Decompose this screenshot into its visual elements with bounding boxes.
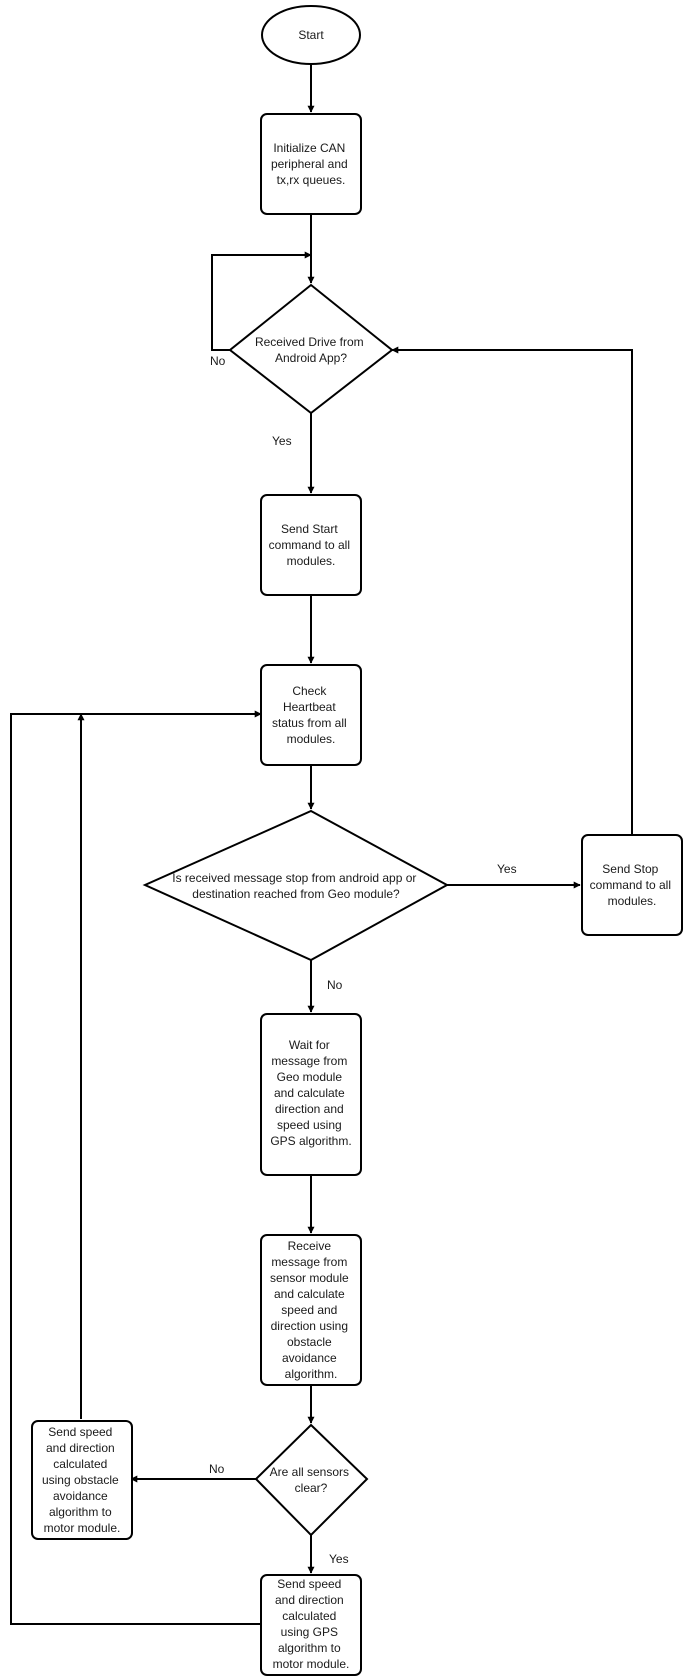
drive-decision-label-line: Received Drive from [255,335,364,349]
send-obstacle-label-line: and direction [46,1441,115,1455]
sensor-recv-label-line: avoidance [282,1351,337,1365]
send-gps-label-line: Send speed [277,1577,341,1591]
edge-drive-no-loop [211,251,312,351]
send-start-label-line: command to all [269,538,350,552]
sensor-recv-label-line: speed and [281,1303,337,1317]
init-label: Initialize CAN peripheral and tx,rx queu… [271,141,351,187]
send-obstacle-label-line: motor module. [44,1521,121,1535]
edge-label-sensor-no: No [209,1462,225,1476]
node-labels: Start Initialize CAN peripheral and tx,r… [42,28,675,1671]
stop-decision-label: Is received message stop from android ap… [172,871,419,901]
start-label-line: Start [298,28,324,42]
send-stop-label-line: command to all [590,878,671,892]
send-gps-label-line: and direction [275,1593,344,1607]
geo-wait-label-line: Wait for [289,1038,330,1052]
send-stop-label-line: modules. [608,894,657,908]
send-obstacle-process-box [31,1420,133,1540]
sensor-recv-label-line: sensor module [270,1271,349,1285]
edge-label-stop-no: No [327,978,343,992]
send-stop-process-box [581,834,683,936]
send-start-process-box [260,494,362,596]
heartbeat-label: Check Heartbeat status from all modules. [272,684,350,746]
drive-decision-diamond [228,283,394,415]
geo-wait-label-line: direction and [275,1102,344,1116]
init-label-line: tx,rx queues. [277,173,346,187]
send-gps-label: Send speed and direction calculated usin… [273,1577,350,1671]
heartbeat-label-line: Heartbeat [283,700,336,714]
sensor-recv-label-line: and calculate [274,1287,345,1301]
shapes [31,5,683,1676]
sensor-recv-label-line: Receive [288,1239,332,1253]
edge-label-sensor-yes: Yes [329,1552,349,1566]
sensor-recv-label: Receive message from sensor module and c… [270,1239,352,1381]
geo-wait-label: Wait for message from Geo module and cal… [270,1038,351,1148]
sensor-recv-label-line: obstacle [287,1335,332,1349]
heartbeat-process-box [260,664,362,766]
sensor-decision-label: Are all sensors clear? [270,1465,353,1495]
start-label: Start [298,28,324,42]
heartbeat-label-line: Check [292,684,327,698]
stop-decision-label-line: Is received message stop from android ap… [172,871,416,885]
geo-wait-label-line: and calculate [274,1086,345,1100]
geo-wait-process-box [260,1013,362,1176]
send-gps-label-line: motor module. [273,1657,350,1671]
sensor-recv-label-line: message from [271,1255,347,1269]
connectors [10,64,633,1625]
sensor-decision-label-line: Are all sensors [270,1465,349,1479]
drive-decision-label: Received Drive from Android App? [255,335,367,365]
init-label-line: Initialize CAN [273,141,345,155]
send-obstacle-label-line: avoidance [53,1489,108,1503]
send-stop-label-line: Send Stop [602,862,658,876]
send-start-label: Send Start command to all modules. [269,522,354,568]
send-obstacle-label-line: using obstacle [42,1473,119,1487]
send-gps-label-line: algorithm to [278,1641,341,1655]
send-start-label-line: modules. [287,554,336,568]
send-start-label-line: Send Start [281,522,338,536]
send-obstacle-label-line: Send speed [48,1425,112,1439]
geo-wait-label-line: Geo module [277,1070,343,1084]
heartbeat-label-line: status from all [272,716,347,730]
edge-label-drive-no: No [210,354,226,368]
sensor-recv-label-line: direction using [271,1319,348,1333]
send-obstacle-label: Send speed and direction calculated usin… [42,1425,122,1535]
sensor-recv-label-line: algorithm. [285,1367,338,1381]
edge-label-drive-yes: Yes [272,434,292,448]
start-terminal [261,5,361,65]
geo-wait-label-line: speed using [277,1118,342,1132]
sensor-recv-process-box [260,1234,362,1386]
send-obstacle-label-line: algorithm to [49,1505,112,1519]
send-gps-process-box [260,1574,362,1676]
sensor-decision-diamond [254,1423,369,1537]
geo-wait-label-line: GPS algorithm. [270,1134,351,1148]
stop-decision-diamond [142,809,450,962]
edge-label-stop-yes: Yes [497,862,517,876]
stop-decision-label-line: destination reached from Geo module? [192,887,400,901]
drive-decision-label-line: Android App? [275,351,347,365]
edge-labels: No Yes Yes No No Yes [209,354,517,1566]
send-stop-label: Send Stop command to all modules. [590,862,675,908]
geo-wait-label-line: message from [271,1054,347,1068]
init-process-box [260,113,362,215]
send-obstacle-label-line: calculated [53,1457,107,1471]
edge-send-stop-to-drive-decision [391,346,633,834]
init-label-line: peripheral and [271,157,348,171]
heartbeat-label-line: modules. [287,732,336,746]
sensor-decision-label-line: clear? [295,1481,328,1495]
send-gps-label-line: using GPS [281,1625,338,1639]
send-gps-label-line: calculated [282,1609,336,1623]
edge-send-gps-to-heartbeat [10,710,262,1625]
